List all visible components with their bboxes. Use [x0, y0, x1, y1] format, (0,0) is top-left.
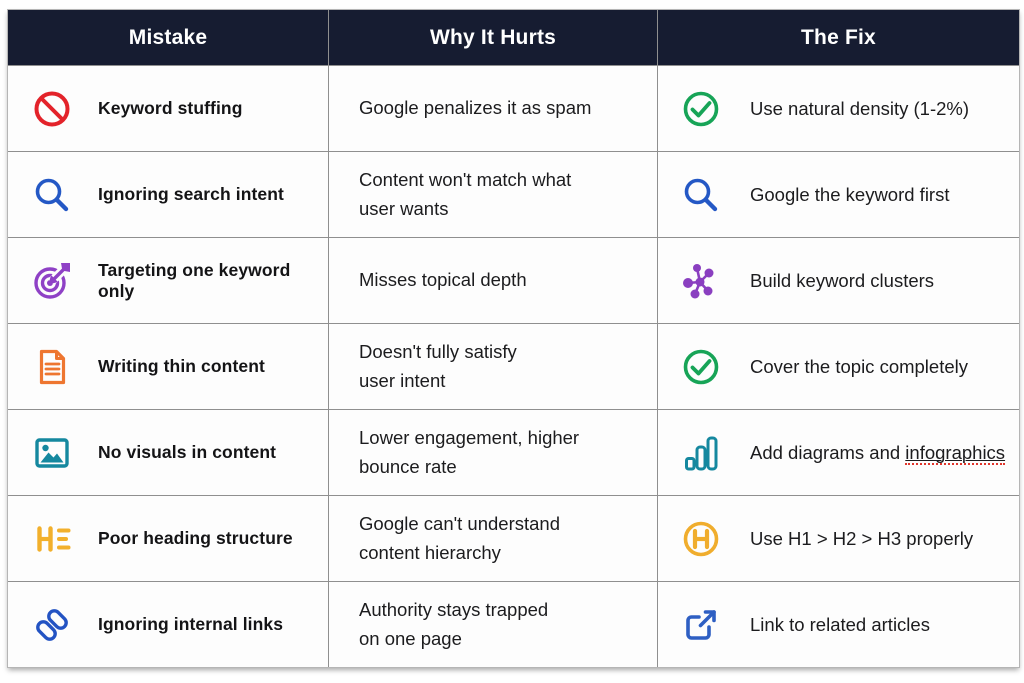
- column-header-why-it-hurts: Why It Hurts: [329, 10, 657, 65]
- mistake-cell: Targeting one keyword only: [8, 238, 328, 323]
- why-text: Lower engagement, higher bounce rate: [359, 426, 580, 477]
- link-icon: [30, 603, 74, 647]
- table-grid: Mistake Why It Hurts The Fix Keyword stu…: [7, 9, 1020, 668]
- mistake-cell: Writing thin content: [8, 324, 328, 409]
- why-cell: Misses topical depth: [329, 238, 657, 323]
- fix-cell: Add diagrams and infographics: [658, 410, 1019, 495]
- h-circle-icon: [679, 517, 723, 561]
- fix-text: Use natural density (1-2%): [750, 97, 970, 119]
- check-circle-icon: [679, 87, 723, 131]
- why-text: Doesn't fully satisfy user intent: [359, 340, 517, 391]
- fix-cell: Build keyword clusters: [658, 238, 1019, 323]
- mistake-cell: Poor heading structure: [8, 496, 328, 581]
- why-cell: Doesn't fully satisfy user intent: [329, 324, 657, 409]
- check-circle-icon: [679, 345, 723, 389]
- why-cell: Content won't match what user wants: [329, 152, 657, 237]
- seo-mistakes-table: Mistake Why It Hurts The Fix Keyword stu…: [7, 9, 1020, 668]
- mistake-cell: Ignoring search intent: [8, 152, 328, 237]
- heading-structure-icon: [30, 517, 74, 561]
- column-header-the-fix: The Fix: [658, 10, 1019, 65]
- document-icon: [30, 345, 74, 389]
- target-arrow-icon: [30, 259, 74, 303]
- no-entry-icon: [30, 87, 74, 131]
- mistake-label: Ignoring search intent: [98, 184, 284, 204]
- search-icon: [30, 173, 74, 217]
- why-cell: Google can't understand content hierarch…: [329, 496, 657, 581]
- mistake-cell: Ignoring internal links: [8, 582, 328, 667]
- fix-text: Add diagrams and infographics: [750, 441, 1006, 465]
- why-cell: Lower engagement, higher bounce rate: [329, 410, 657, 495]
- search-icon: [679, 173, 723, 217]
- image-icon: [30, 431, 74, 475]
- fix-cell: Use natural density (1-2%): [658, 66, 1019, 151]
- why-text: Google can't understand content hierarch…: [359, 512, 561, 563]
- bar-chart-icon: [679, 431, 723, 475]
- why-text: Misses topical depth: [359, 269, 527, 291]
- why-cell: Google penalizes it as spam: [329, 66, 657, 151]
- mistake-label: Ignoring internal links: [98, 614, 284, 634]
- column-header-mistake: Mistake: [8, 10, 328, 65]
- why-text: Authority stays trapped on one page: [359, 598, 549, 649]
- fix-text: Build keyword clusters: [750, 269, 935, 291]
- fix-cell: Cover the topic completely: [658, 324, 1019, 409]
- fix-text: Use H1 > H2 > H3 properly: [750, 527, 974, 549]
- why-text: Google penalizes it as spam: [359, 97, 592, 119]
- spellcheck-flagged-word: infographics: [905, 441, 1006, 465]
- fix-text: Cover the topic completely: [750, 355, 968, 377]
- mistake-label: No visuals in content: [98, 442, 277, 462]
- mistake-label: Writing thin content: [98, 356, 265, 376]
- why-cell: Authority stays trapped on one page: [329, 582, 657, 667]
- cluster-icon: [679, 259, 723, 303]
- why-text: Content won't match what user wants: [359, 168, 572, 219]
- mistake-label: Targeting one keyword only: [98, 259, 291, 301]
- external-link-icon: [679, 603, 723, 647]
- mistake-label: Poor heading structure: [98, 528, 293, 548]
- fix-cell: Google the keyword first: [658, 152, 1019, 237]
- mistake-cell: Keyword stuffing: [8, 66, 328, 151]
- fix-cell: Link to related articles: [658, 582, 1019, 667]
- fix-cell: Use H1 > H2 > H3 properly: [658, 496, 1019, 581]
- mistake-label: Keyword stuffing: [98, 98, 243, 118]
- fix-text: Google the keyword first: [750, 183, 950, 205]
- fix-text: Link to related articles: [750, 613, 930, 635]
- mistake-cell: No visuals in content: [8, 410, 328, 495]
